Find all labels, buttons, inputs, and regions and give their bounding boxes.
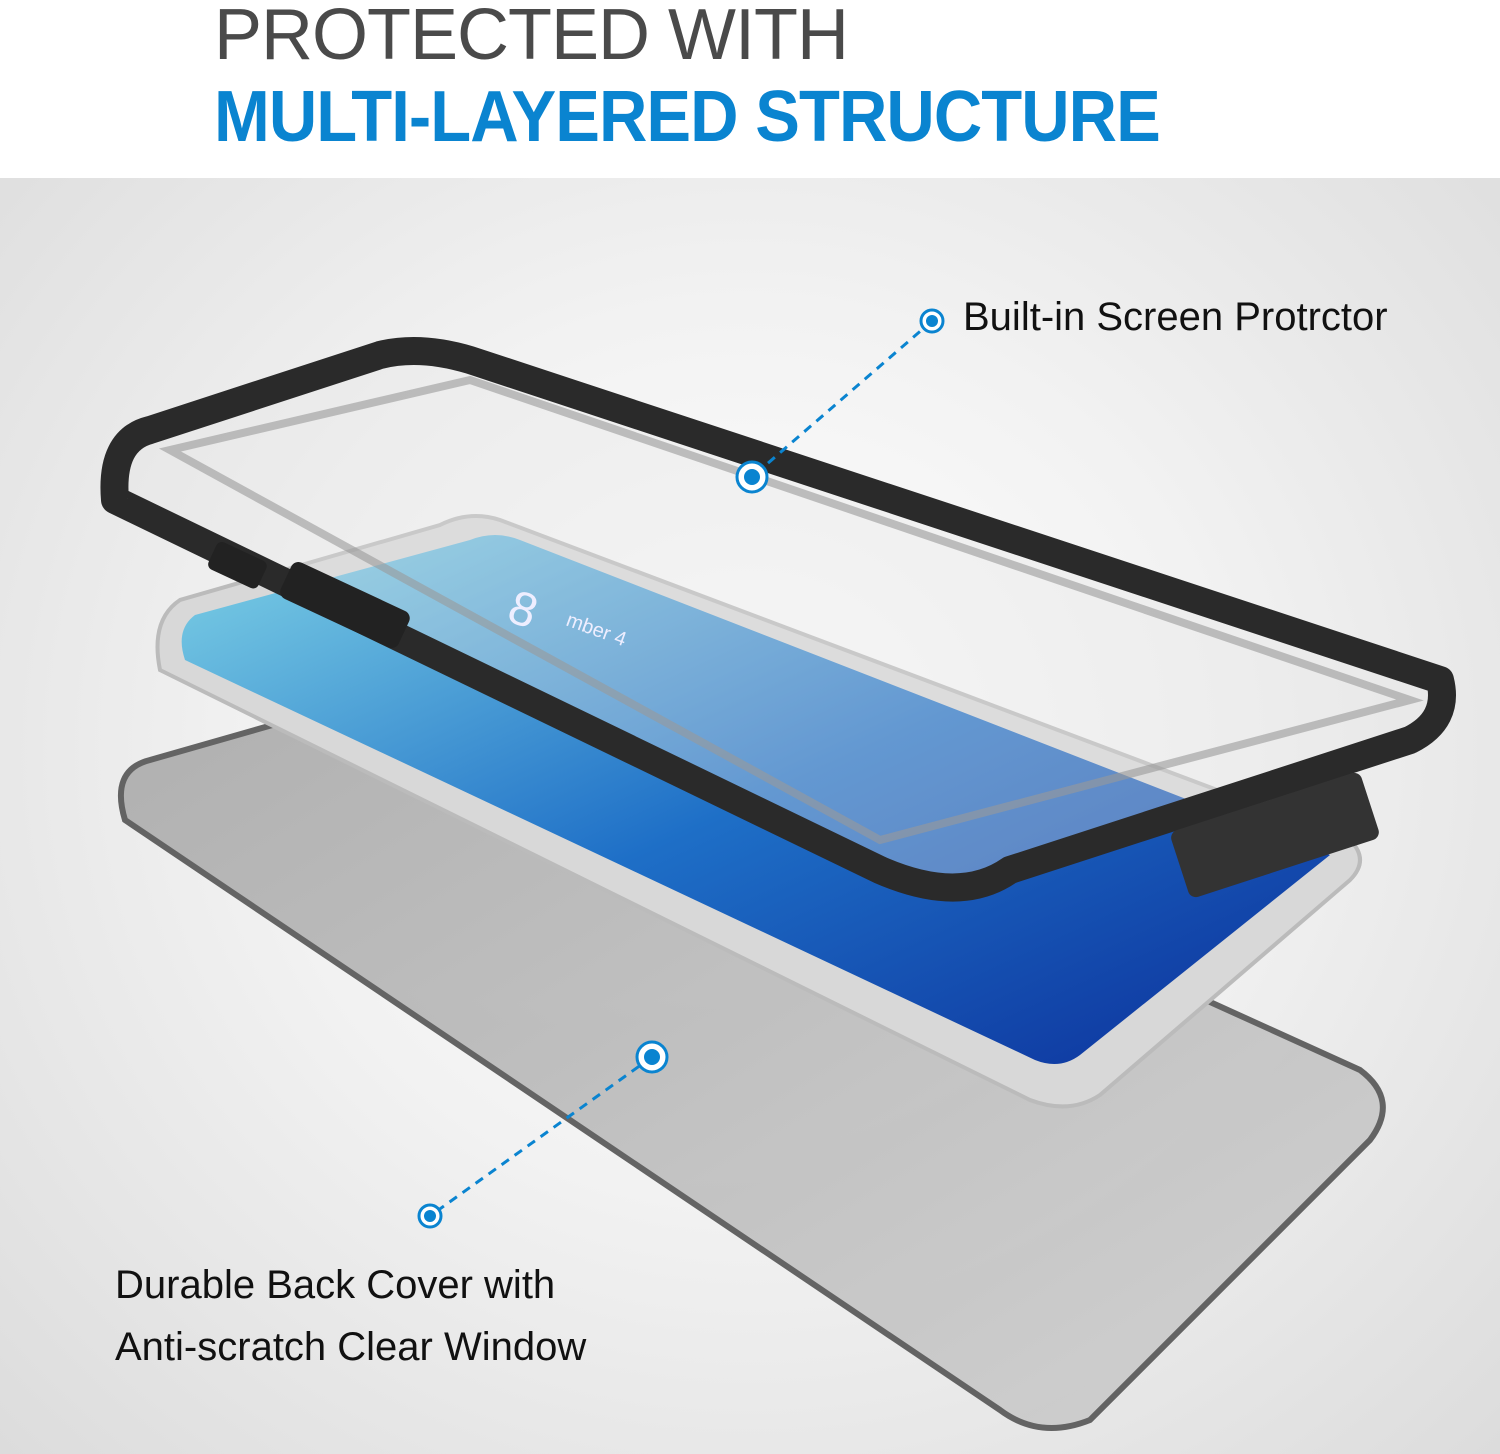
illustration-shape (158, 375, 1424, 845)
illustration-shape (424, 1210, 436, 1222)
illustration-shape (644, 1049, 660, 1065)
port-cover (1171, 772, 1379, 898)
illustration-shape (429, 1055, 653, 1218)
callout-back-cover-label-line2: Anti-scratch Clear Window (115, 1325, 587, 1369)
heading-line2: MULTI-LAYERED STRUCTURE (214, 77, 1161, 157)
header: PROTECTED WITH MULTI-LAYERED STRUCTURE (0, 0, 1500, 178)
illustration-shape (926, 315, 938, 327)
volume-button (208, 541, 267, 589)
heading-line1: PROTECTED WITH (214, 0, 849, 75)
illustration-shape (744, 469, 760, 485)
volume-button (280, 562, 410, 648)
illustration-shape (751, 319, 933, 479)
callout-back-cover-label-line1: Durable Back Cover with (115, 1263, 556, 1307)
protector-frame (100, 337, 1456, 902)
callout-screen-protector-label: Built-in Screen Protrctor (963, 295, 1388, 339)
